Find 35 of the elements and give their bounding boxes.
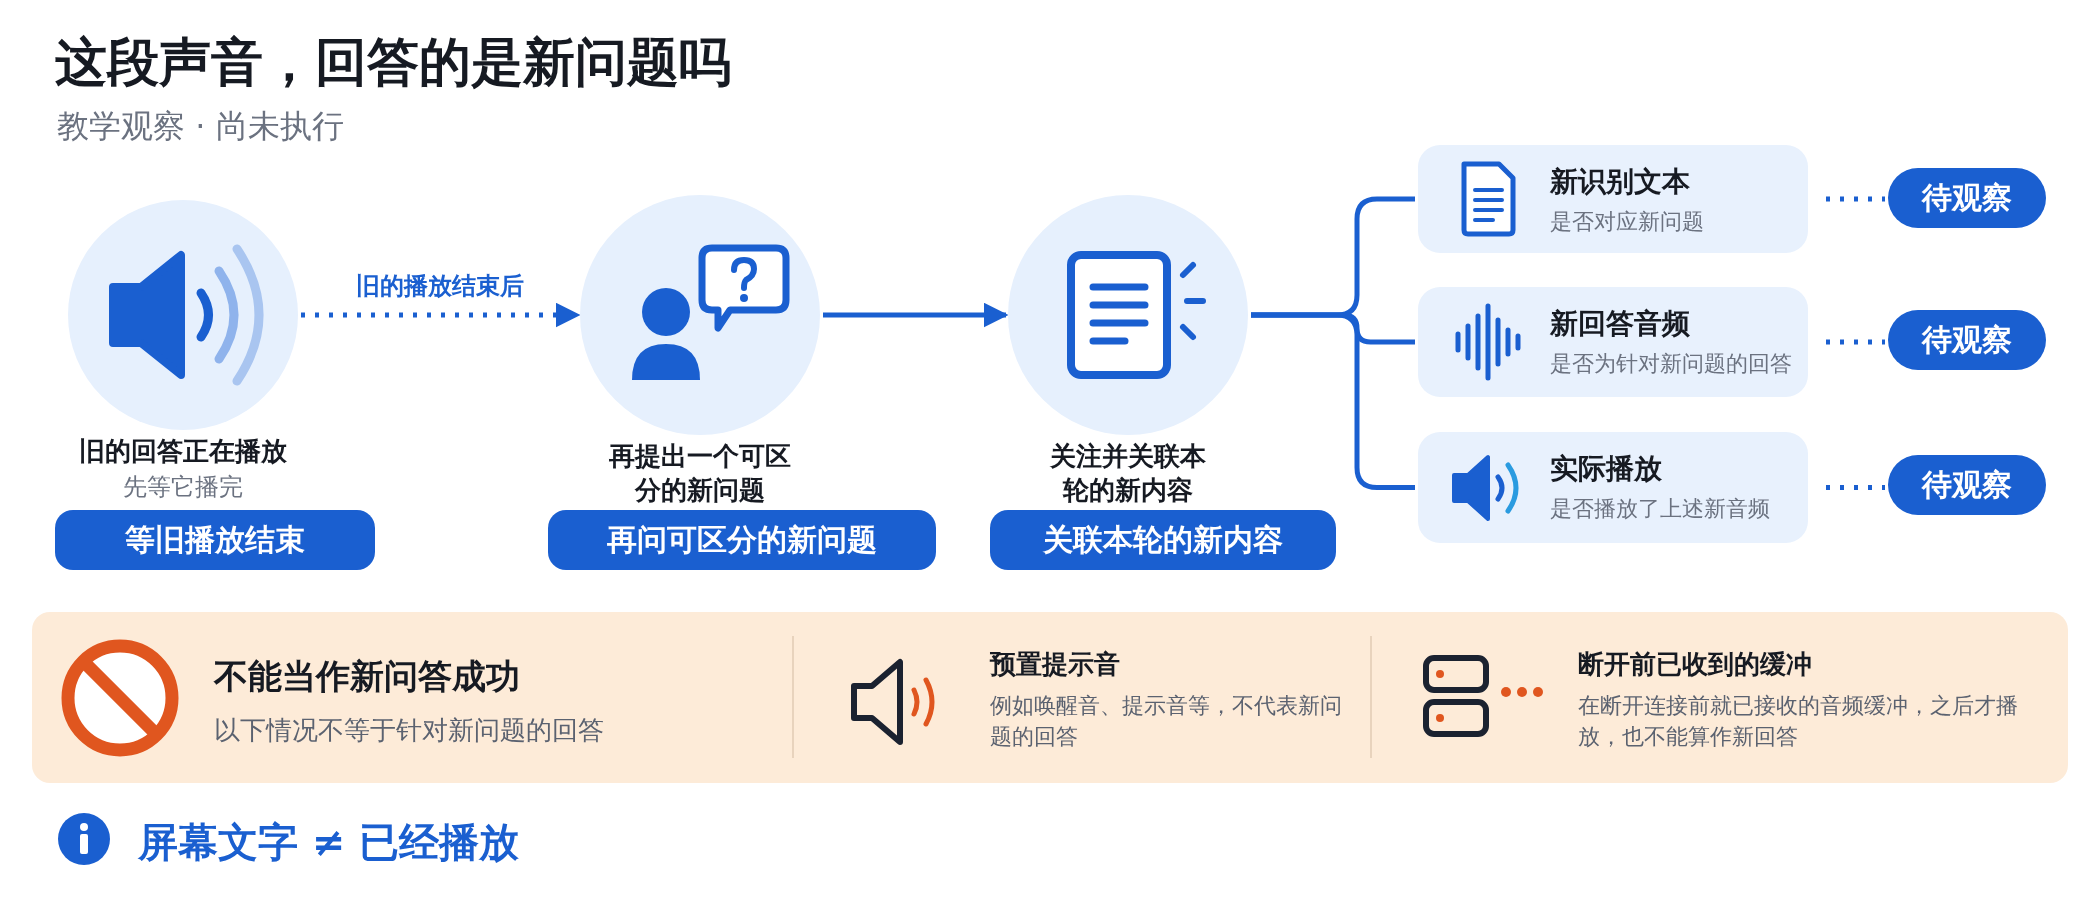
card-title: 新识别文本 bbox=[1550, 164, 1690, 200]
title: 这段声音，回答的是新问题吗 bbox=[55, 31, 731, 94]
connector-line bbox=[1826, 339, 1885, 345]
warning-panel bbox=[32, 612, 2068, 783]
panel-text: 例如唤醒音、提示音等，不代表新问题的回答 bbox=[990, 692, 1343, 751]
step-label: 关注并关联本轮的新内容 bbox=[1049, 440, 1207, 507]
step-note: 先等它播完 bbox=[122, 472, 244, 503]
step-label: 旧的回答正在播放 bbox=[78, 435, 288, 468]
panel-text: 在断开连接前就已接收的音频缓冲，之后才播放，也不能算作新回答 bbox=[1578, 692, 2019, 751]
status-pill: 待观察 bbox=[1888, 455, 2046, 515]
note-text: 屏幕文字 ≠ 已经播放 bbox=[138, 818, 520, 867]
panel-text: 以下情况不等于针对新问题的回答 bbox=[214, 714, 605, 747]
connector-line bbox=[1826, 196, 1885, 202]
subtitle: 教学观察 · 尚未执行 bbox=[57, 106, 344, 147]
panel-heading: 断开前已收到的缓冲 bbox=[1578, 648, 1813, 681]
status-pill: 待观察 bbox=[1888, 168, 2046, 228]
status-pill: 关联本轮的新内容 bbox=[990, 510, 1336, 570]
card-subtitle: 是否播放了上述新音频 bbox=[1550, 495, 1770, 523]
status-pill: 待观察 bbox=[1888, 310, 2046, 370]
step-label: 再提出一个可区分的新问题 bbox=[608, 440, 792, 507]
info-card bbox=[1418, 287, 1808, 397]
arrow bbox=[823, 302, 1009, 328]
connector-line bbox=[1251, 312, 1415, 490]
status-pill: 等旧播放结束 bbox=[55, 510, 375, 570]
arrow bbox=[301, 302, 581, 328]
card-subtitle: 是否为针对新问题的回答 bbox=[1550, 350, 1792, 378]
card-title: 实际播放 bbox=[1550, 451, 1662, 487]
panel-heading: 预置提示音 bbox=[990, 648, 1121, 681]
connector-line bbox=[1826, 485, 1885, 490]
info-card bbox=[1418, 432, 1808, 543]
card-title: 新回答音频 bbox=[1550, 306, 1690, 342]
card-subtitle: 是否对应新问题 bbox=[1550, 208, 1704, 236]
panel-heading: 不能当作新问答成功 bbox=[214, 655, 521, 698]
info-card bbox=[1418, 145, 1808, 253]
status-pill: 再问可区分的新问题 bbox=[548, 510, 936, 570]
